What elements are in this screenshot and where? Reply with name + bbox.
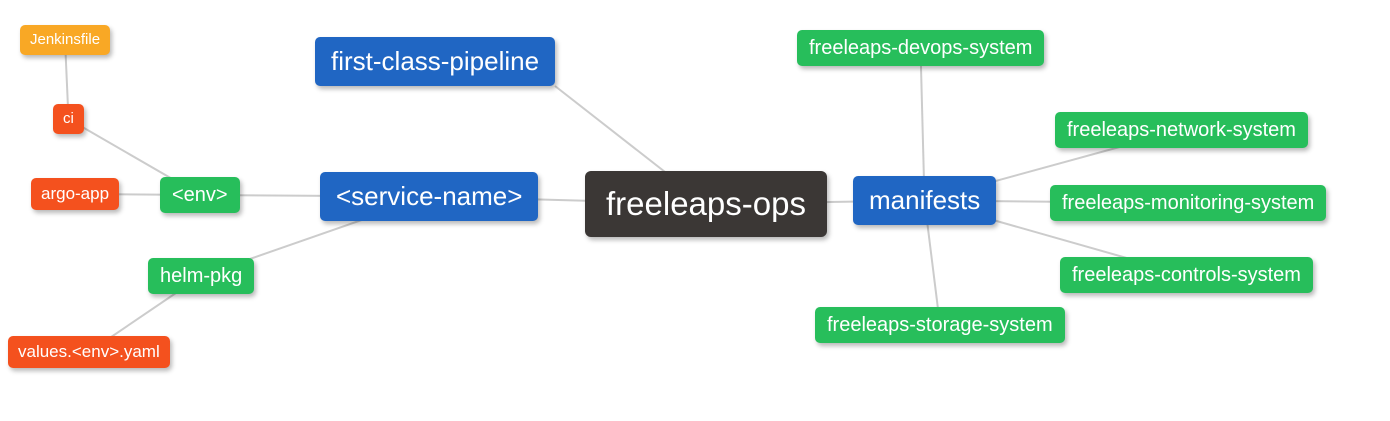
node-freeleaps-storage-system[interactable]: freeleaps-storage-system — [815, 307, 1065, 343]
node-manifests[interactable]: manifests — [853, 176, 997, 226]
node-helm-pkg[interactable]: helm-pkg — [148, 258, 255, 294]
node-freeleaps-controls-system[interactable]: freeleaps-controls-system — [1060, 257, 1313, 293]
node-jenkinsfile[interactable]: Jenkinsfile — [20, 25, 111, 55]
node-values-env-yaml[interactable]: values.<env>.yaml — [8, 336, 170, 369]
node-freeleaps-network-system[interactable]: freeleaps-network-system — [1055, 112, 1308, 148]
node-first-class-pipeline[interactable]: first-class-pipeline — [315, 37, 556, 87]
edge-line — [919, 47, 926, 201]
node-freeleaps-monitoring-system[interactable]: freeleaps-monitoring-system — [1050, 185, 1327, 221]
node-ci[interactable]: ci — [53, 104, 84, 134]
node-argo-app[interactable]: argo-app — [31, 178, 120, 211]
node-freeleaps-ops-root[interactable]: freeleaps-ops — [585, 171, 827, 237]
node-env[interactable]: <env> — [160, 177, 240, 213]
node-service-name[interactable]: <service-name> — [320, 172, 539, 222]
node-freeleaps-devops-system[interactable]: freeleaps-devops-system — [797, 30, 1045, 66]
